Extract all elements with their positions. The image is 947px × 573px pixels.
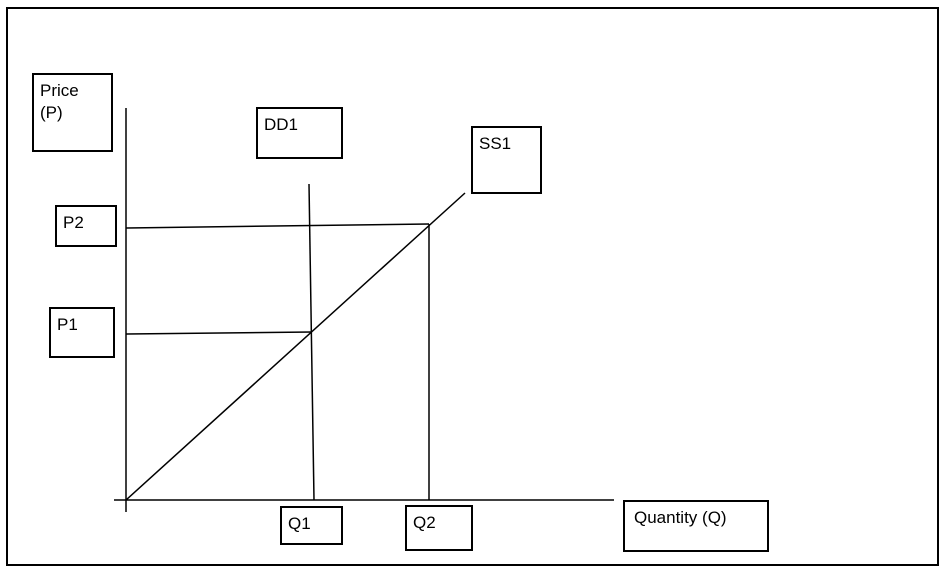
demand-curve-dd1 [308, 183, 315, 501]
price-axis-label: Price (P) [32, 73, 113, 152]
p1-reference-line [125, 331, 313, 335]
p2-reference-line [125, 223, 430, 229]
supply-curve-ss1 [125, 192, 466, 501]
demand-curve-label: DD1 [256, 107, 343, 159]
quantity-axis-label: Quantity (Q) [623, 500, 769, 552]
price-label-p1: P1 [49, 307, 115, 358]
supply-curve-label: SS1 [471, 126, 542, 194]
price-label-p2: P2 [55, 205, 117, 247]
quantity-label-q2: Q2 [405, 505, 473, 551]
diagram-frame [6, 7, 939, 566]
quantity-label-q1: Q1 [280, 506, 343, 545]
